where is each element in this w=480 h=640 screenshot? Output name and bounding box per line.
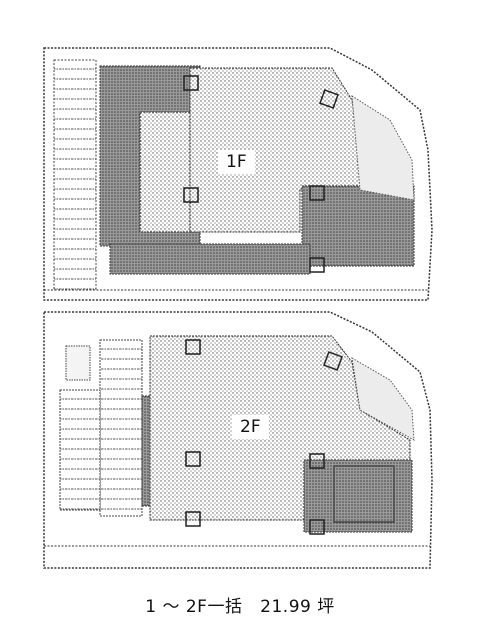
column-1f-e: [309, 257, 325, 273]
entrance-zone-1f: [351, 95, 415, 201]
column-2f-c: [323, 351, 343, 371]
column-2f-b: [185, 451, 201, 467]
stair-1-2f: [99, 339, 143, 517]
floor-plan-2f: [43, 311, 433, 569]
site-outline-1f: [43, 47, 433, 301]
column-1f-c: [319, 89, 339, 109]
column-2f-d: [309, 453, 325, 469]
terrace-zone-2f: [351, 357, 415, 441]
floor-label-2f: 2F: [232, 415, 269, 439]
bottom-strip-1f: [109, 243, 311, 275]
inner-room-1f: [139, 111, 195, 233]
stair-2-2f: [59, 389, 101, 511]
caption-floor-range: 1 ～ 2F一括: [145, 597, 243, 617]
dark-zone-east-1f: [301, 185, 415, 267]
site-outline-2f: [43, 311, 433, 569]
floor-plan-1f: [43, 47, 433, 301]
caption-area: 21.99 坪: [260, 597, 335, 617]
column-2f-e: [185, 511, 201, 527]
corridor-1f: [53, 59, 97, 291]
column-1f-d: [309, 185, 325, 201]
column-2f-f: [309, 519, 325, 535]
plan-caption: 1 ～ 2F一括 21.99 坪: [0, 592, 480, 617]
inner-room-2f: [333, 465, 395, 523]
column-1f-b: [183, 187, 199, 203]
floor-label-1f: 1F: [218, 150, 255, 174]
column-2f-a: [185, 339, 201, 355]
column-1f-a: [183, 75, 199, 91]
stair-landing-2f: [65, 345, 91, 381]
